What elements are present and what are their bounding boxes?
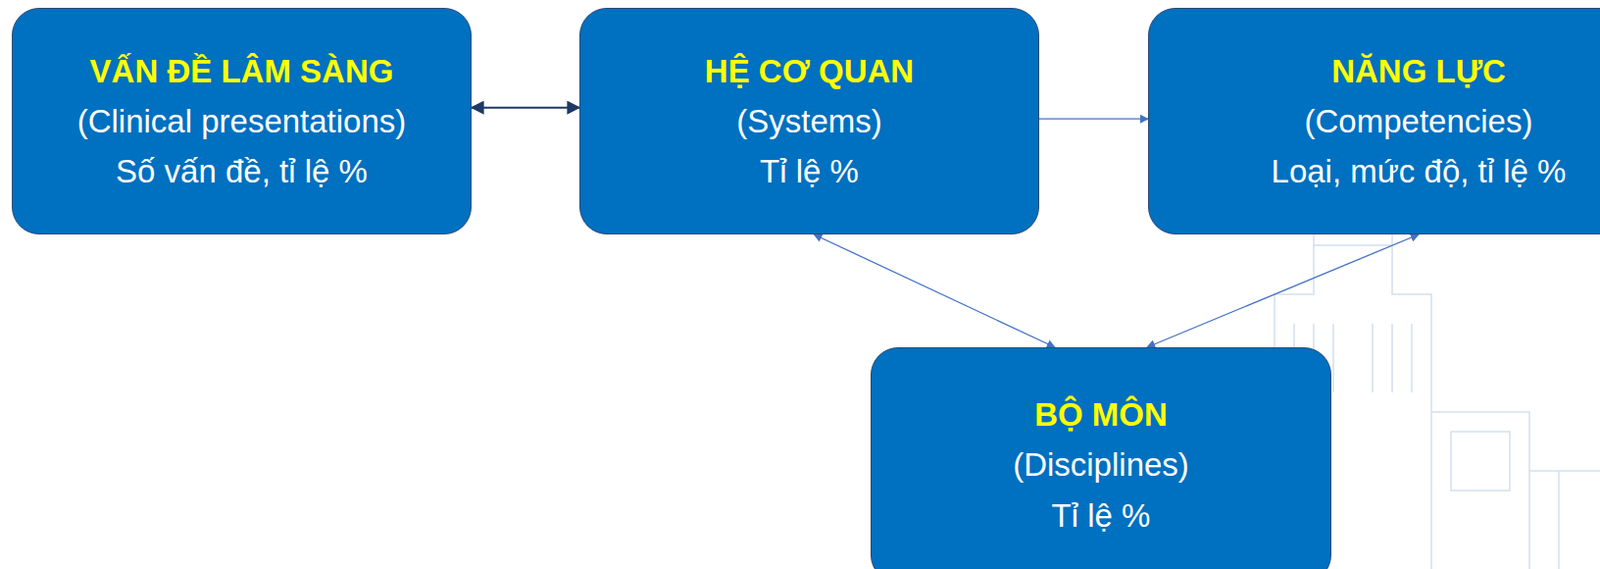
- connector-arrow: [1147, 234, 1419, 348]
- topic-box: HỆ CƠ QUAN(Systems)Tỉ lệ %: [579, 7, 1040, 235]
- box-text: Tỉ lệ %: [759, 146, 859, 197]
- box-heading: NĂNG LỰC: [1331, 46, 1506, 97]
- box-text: Số vấn đề, tỉ lệ %: [115, 146, 368, 197]
- connector-arrow: [813, 234, 1055, 348]
- topic-box: VẤN ĐỀ LÂM SÀNG(Clinical presentations)S…: [11, 7, 472, 235]
- topic-box: NĂNG LỰC(Competencies)Loại, mức độ, tỉ l…: [1148, 7, 1600, 235]
- box-text: (Clinical presentations): [77, 96, 407, 147]
- box-text: (Disciplines): [1012, 439, 1190, 490]
- box-heading: VẤN ĐỀ LÂM SÀNG: [90, 46, 395, 97]
- box-text: Loại, mức độ, tỉ lệ %: [1271, 146, 1567, 197]
- box-heading: BỘ MÔN: [1034, 389, 1168, 440]
- box-text: Tỉ lệ %: [1051, 490, 1151, 541]
- connector-arrow: [471, 106, 580, 109]
- topic-box: BỘ MÔN(Disciplines)Tỉ lệ %: [870, 347, 1332, 569]
- connector-arrow: [1039, 118, 1149, 120]
- box-text: (Systems): [736, 96, 883, 147]
- box-text: (Competencies): [1304, 96, 1534, 147]
- box-heading: HỆ CƠ QUAN: [704, 46, 914, 97]
